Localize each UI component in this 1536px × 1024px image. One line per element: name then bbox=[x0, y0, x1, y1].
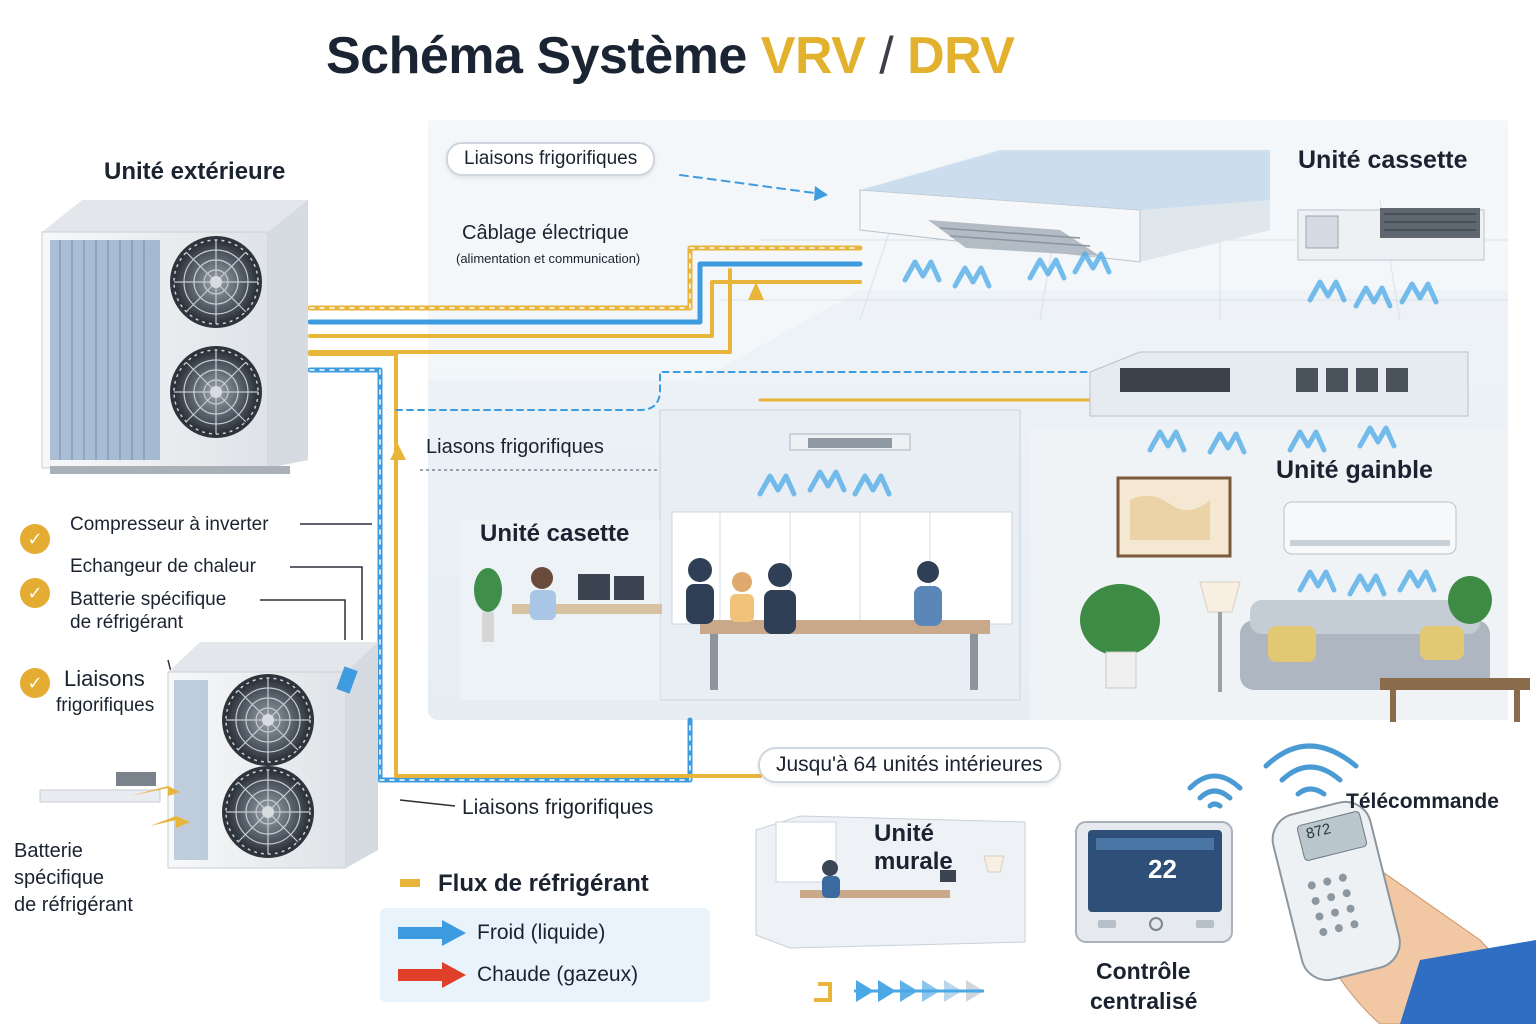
meeting-table bbox=[700, 620, 990, 634]
central-controller bbox=[1075, 821, 1233, 943]
thermostat-temperature: 22 bbox=[1148, 854, 1177, 884]
label-telecommande: Télécommande bbox=[1346, 790, 1499, 813]
label-liaisons-left-a: Liaisons bbox=[64, 666, 145, 691]
legend-title: Flux de réfrigérant bbox=[438, 870, 649, 897]
label-murale-a: Unité bbox=[874, 820, 934, 847]
air-intake-arrows bbox=[39, 772, 190, 828]
label-cablage-sub: (alimentation et communication) bbox=[456, 251, 641, 266]
legend-yellow-swatch bbox=[400, 879, 420, 887]
refrigerant-pipes bbox=[307, 174, 1092, 783]
title-slash: / bbox=[879, 27, 894, 85]
label-echangeur: Echangeur de chaleur bbox=[70, 556, 256, 577]
legend-hot: Chaude (gazeux) bbox=[477, 963, 639, 986]
wifi-icon bbox=[1187, 743, 1359, 809]
label-liaisons-bottom: Liaisons frigorifiques bbox=[462, 796, 654, 819]
check-icon: ✓ bbox=[20, 524, 50, 554]
title-vrv: VRV bbox=[760, 27, 866, 85]
label-murale-b: murale bbox=[874, 848, 953, 875]
title-main: Schéma Système bbox=[326, 27, 747, 85]
cassette-unit-ceiling bbox=[859, 150, 1270, 263]
check-icon: ✓ bbox=[20, 578, 50, 608]
remote-control bbox=[1271, 800, 1536, 1024]
page-title: Schéma Système VRV / DRV bbox=[326, 26, 1015, 86]
label-batterie-bl-b: spécifique bbox=[14, 867, 105, 889]
arrow-right-icon bbox=[398, 920, 466, 988]
label-jusqua: Jusqu'à 64 unités intérieures bbox=[758, 747, 1061, 783]
wall-unit bbox=[1283, 501, 1457, 555]
label-liaisons-mid: Liasons frigorifiques bbox=[426, 436, 604, 458]
label-controle-a: Contrôle bbox=[1096, 958, 1191, 984]
title-drv: DRV bbox=[907, 27, 1015, 85]
label-batterie-bl-c: de réfrigérant bbox=[14, 894, 133, 916]
label-gainable: Unité gainble bbox=[1276, 456, 1433, 484]
outdoor-unit-small bbox=[167, 642, 378, 869]
ducted-unit bbox=[1089, 351, 1469, 417]
murale-room bbox=[755, 815, 1026, 949]
label-batterie-bl-a: Batterie bbox=[14, 840, 83, 862]
label-compresseur: Compresseur à inverter bbox=[70, 514, 269, 535]
label-batterie-b: de réfrigérant bbox=[70, 612, 184, 633]
label-outdoor-unit: Unité extérieure bbox=[104, 158, 286, 185]
check-icon: ✓ bbox=[20, 668, 50, 698]
label-cassette-office: Unité casette bbox=[480, 520, 630, 547]
label-cablage: Câblage électrique bbox=[462, 222, 629, 244]
cassette-unit-small bbox=[1297, 208, 1485, 261]
label-liaisons-top: Liaisons frigorifiques bbox=[446, 142, 656, 176]
label-controle-b: centralisé bbox=[1090, 988, 1198, 1014]
legend-cold: Froid (liquide) bbox=[477, 921, 606, 944]
label-liaisons-left-b: frigorifiques bbox=[56, 695, 155, 716]
outdoor-unit-main bbox=[41, 200, 308, 474]
label-batterie-a: Batterie spécifique bbox=[70, 589, 227, 610]
label-cassette-top: Unité cassette bbox=[1298, 146, 1468, 174]
